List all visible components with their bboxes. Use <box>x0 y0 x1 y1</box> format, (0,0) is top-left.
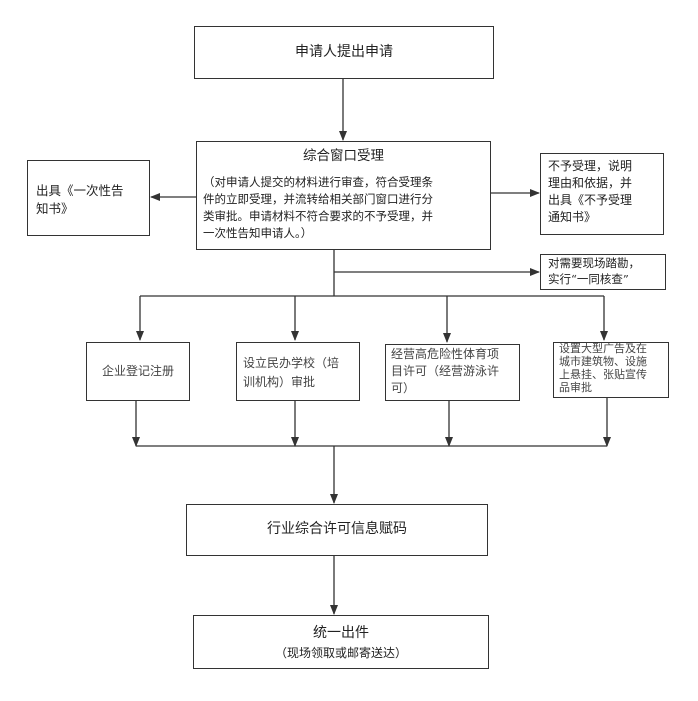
reject-line-3: 出具《不予受理 <box>548 193 633 207</box>
reject-line-1: 不予受理，说明 <box>548 159 633 173</box>
joint-check-box: 对需要现场踏勘， 实行“一同核查” <box>540 254 666 290</box>
issue-box: 统一出件 （现场领取或邮寄送达） <box>193 615 489 669</box>
branch-2-line-1: 设立民办学校（培 <box>243 356 340 370</box>
window-box: 综合窗口受理 （对申请人提交的材料进行审查，符合受理条 件的立即受理，并流转给相… <box>196 141 491 250</box>
window-note-line-1: （对申请人提交的材料进行审查，符合受理条 <box>203 175 433 189</box>
reject-line-2: 理由和依据，并 <box>548 176 633 190</box>
window-note-line-4: 一次性告知申请人。） <box>203 226 313 240</box>
joint-check-line-1: 对需要现场踏勘， <box>548 256 640 270</box>
branch-3-line-2: 目许可（经营游泳许 <box>391 364 500 378</box>
joint-check-line-2: 实行“一同核查” <box>548 272 629 286</box>
branch-4-line-3: 上悬挂、张贴宣传 <box>559 368 647 381</box>
branch-enterprise-registration: 企业登记注册 <box>86 342 190 401</box>
issue-note: （现场领取或邮寄送达） <box>274 646 407 660</box>
window-note-line-3: 类审批。申请材料不符合要求的不予受理，并 <box>203 209 433 223</box>
branch-3-line-1: 经营高危险性体育项 <box>391 347 500 361</box>
reject-line-4: 通知书》 <box>548 210 597 224</box>
branch-4-line-2: 城市建筑物、设施 <box>559 355 647 368</box>
branch-4-line-1: 设置大型广告及在 <box>559 342 647 355</box>
coding-text: 行业综合许可信息赋码 <box>267 521 407 537</box>
branch-high-risk-sports: 经营高危险性体育项 目许可（经营游泳许 可） <box>385 344 520 401</box>
branch-4-line-4: 品审批 <box>559 381 592 394</box>
coding-box: 行业综合许可信息赋码 <box>186 504 488 556</box>
issue-title: 统一出件 <box>313 625 369 641</box>
branch-2-line-2: 训机构）审批 <box>243 375 316 389</box>
apply-text: 申请人提出申请 <box>295 44 393 60</box>
window-title: 综合窗口受理 <box>303 148 384 164</box>
notify-once-line-1: 出具《一次性告 <box>36 183 124 198</box>
apply-box: 申请人提出申请 <box>194 26 494 79</box>
reject-box: 不予受理，说明 理由和依据，并 出具《不予受理 通知书》 <box>540 153 664 235</box>
notify-once-line-2: 知书》 <box>36 201 74 216</box>
window-note-line-2: 件的立即受理，并流转给相关部门窗口进行分 <box>203 192 433 206</box>
branch-advertising: 设置大型广告及在 城市建筑物、设施 上悬挂、张贴宣传 品审批 <box>553 342 669 398</box>
branch-1-line-1: 企业登记注册 <box>101 364 174 378</box>
branch-private-school: 设立民办学校（培 训机构）审批 <box>236 342 360 401</box>
notify-once-box: 出具《一次性告 知书》 <box>27 160 150 236</box>
branch-3-line-3: 可） <box>391 381 416 395</box>
